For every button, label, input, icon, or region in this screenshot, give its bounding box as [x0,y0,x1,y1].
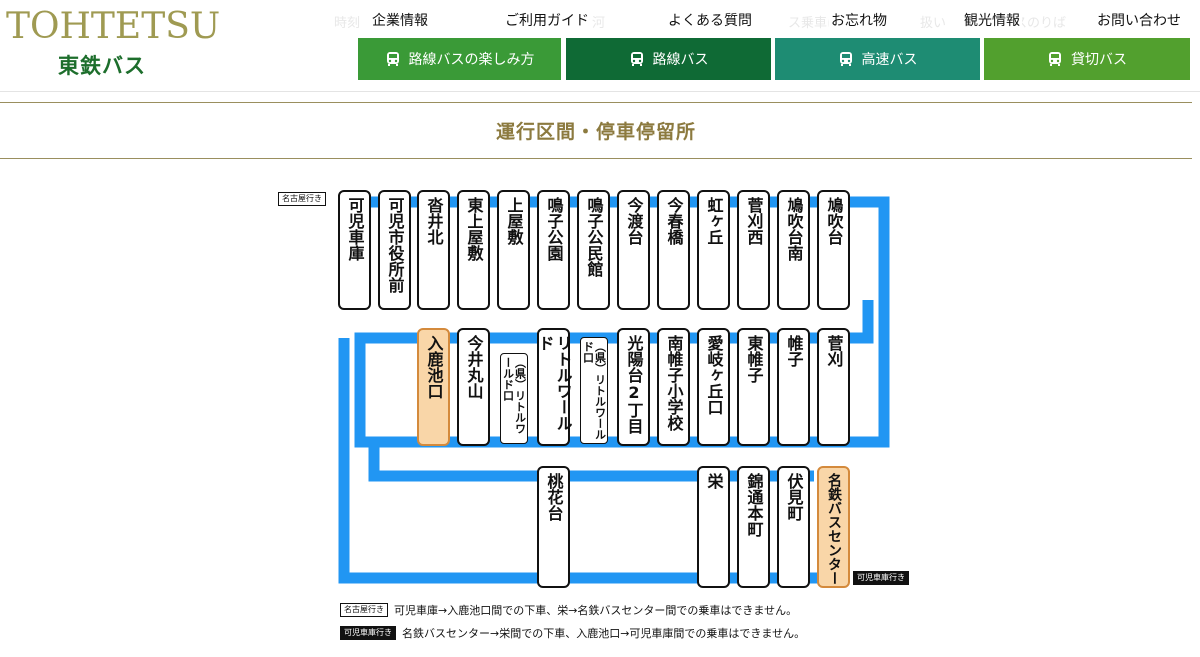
stop-kani-depot[interactable]: 可児車庫 [338,190,371,310]
cat-label: 路線バス [652,52,709,68]
stop-little-world-guchi-a[interactable]: （県）リトルワールド口 [497,328,530,446]
bus-icon [629,51,645,67]
stop-koyodai-2chome[interactable]: 光陽台2丁目 [617,328,650,446]
logo-wordmark[interactable]: TOHTETSU [6,6,221,47]
page-title: 運行区間・停車停留所 [495,121,696,143]
bus-icon [1047,51,1063,67]
cat-label: 貸切バス [1071,52,1127,68]
stop-imai-maruyama[interactable]: 今井丸山 [457,328,490,446]
stop-hatofukidai-minami[interactable]: 鳩吹台南 [777,190,810,310]
direction-tag-kani: 可児車庫行き [853,571,909,585]
category-nav: 路線バスの楽しみ方 路線バス 高速バス 貸切バス [358,38,1190,80]
stop-nishikidori-honmachi[interactable]: 錦通本町 [737,466,770,588]
stop-iruka-ike-guchi[interactable]: 入鹿池口 [417,328,450,446]
cat-button-charter-bus[interactable]: 貸切バス [984,38,1190,80]
cat-button-highway-bus[interactable]: 高速バス [775,38,980,80]
note-text: 可児車庫→入鹿池口間での下車、栄→名鉄バスセンター間での乗車はできません。 [394,604,798,617]
stop-kani-city-hall[interactable]: 可児市役所前 [378,190,411,310]
bus-icon [385,51,401,67]
note-text: 名鉄バスセンター→栄間での下車、入鹿池口→可児車庫間での乗車はできません。 [402,627,806,640]
stop-aigigaoka-guchi[interactable]: 愛岐ヶ丘口 [697,328,730,446]
cat-label: 路線バスの楽しみ方 [408,52,535,68]
stop-kutsui-kita[interactable]: 沓井北 [417,190,450,310]
stop-little-world[interactable]: リトルワールド [536,328,573,446]
top-nav: 企業情報 ご利用ガイド よくある質問 お忘れ物 観光情報 お問い合わせ [340,10,1200,30]
stop-fushimi-cho[interactable]: 伏見町 [777,466,810,588]
ghost-text: 河 [592,16,606,31]
note-kani-bound: 可児車庫行き 名鉄バスセンター→栄間での下車、入鹿池口→可児車庫間での乗車はでき… [340,625,805,641]
stop-nijigaoka[interactable]: 虹ヶ丘 [697,190,730,310]
cat-label: 高速バス [861,52,918,68]
stop-imaharu-bashi[interactable]: 今春橋 [657,190,690,310]
stop-sugekari[interactable]: 菅刈 [817,328,850,446]
bus-icon [838,51,854,67]
direction-tag-nagoya: 名古屋行き [278,192,326,206]
stop-little-world-guchi-b[interactable]: （県）リトルワールド口 [577,328,610,446]
nav-link-faq[interactable]: よくある質問 [666,10,754,30]
note-nagoya-bound: 名古屋行き 可児車庫→入鹿池口間での下車、栄→名鉄バスセンター間での乗車はできま… [340,602,797,618]
stop-naruko-community-hall[interactable]: 鳴子公民館 [577,190,610,310]
cat-button-route-bus-guide[interactable]: 路線バスの楽しみ方 [358,38,561,80]
nav-link-company[interactable]: 企業情報 [370,10,430,30]
stop-kamiyashiki[interactable]: 上屋敷 [497,190,530,310]
stop-tokadai[interactable]: 桃花台 [537,466,570,588]
route-path [338,196,890,584]
note-tag: 名古屋行き [340,603,388,617]
stop-katabira[interactable]: 帷子 [777,328,810,446]
ghost-text: スのりば [1014,16,1067,31]
stop-higashi-katabira[interactable]: 東帷子 [737,328,770,446]
ghost-text: 扱い [920,16,947,31]
site-header: TOHTETSU 東鉄バス 時刻 河 ス乗車にあ 扱い スのりば 企業情報 ご利… [0,0,1200,92]
stop-naruko-park[interactable]: 鳴子公園 [537,190,570,310]
nav-link-guide[interactable]: ご利用ガイド [503,10,591,30]
stop-imawatari-dai[interactable]: 今渡台 [617,190,650,310]
stop-meitetsu-bus-center[interactable]: 名鉄バスセンター [817,466,850,588]
logo-japanese[interactable]: 東鉄バス [58,54,146,78]
cat-button-route-bus[interactable]: 路線バス [566,38,771,80]
stop-minami-katabira-elementary[interactable]: 南帷子小学校 [657,328,690,446]
stop-sugekari-nishi[interactable]: 菅刈西 [737,190,770,310]
stop-hatofukidai[interactable]: 鳩吹台 [817,190,850,310]
route-map: 名古屋行き 可児車庫行き 可児車庫 可児市役所前 沓井北 東上屋敷 上屋敷 鳴子… [274,180,924,650]
section-title-bar: 運行区間・停車停留所 [0,102,1192,159]
nav-link-contact[interactable]: お問い合わせ [1095,10,1183,30]
ghost-text: 時刻 [334,16,361,31]
stop-higashi-kamiyashiki[interactable]: 東上屋敷 [457,190,490,310]
route-line [338,196,890,584]
nav-link-sightseeing[interactable]: 観光情報 [962,10,1022,30]
note-tag: 可児車庫行き [340,626,396,640]
stop-sakae[interactable]: 栄 [697,466,730,588]
nav-link-lost-items[interactable]: お忘れ物 [829,10,889,30]
